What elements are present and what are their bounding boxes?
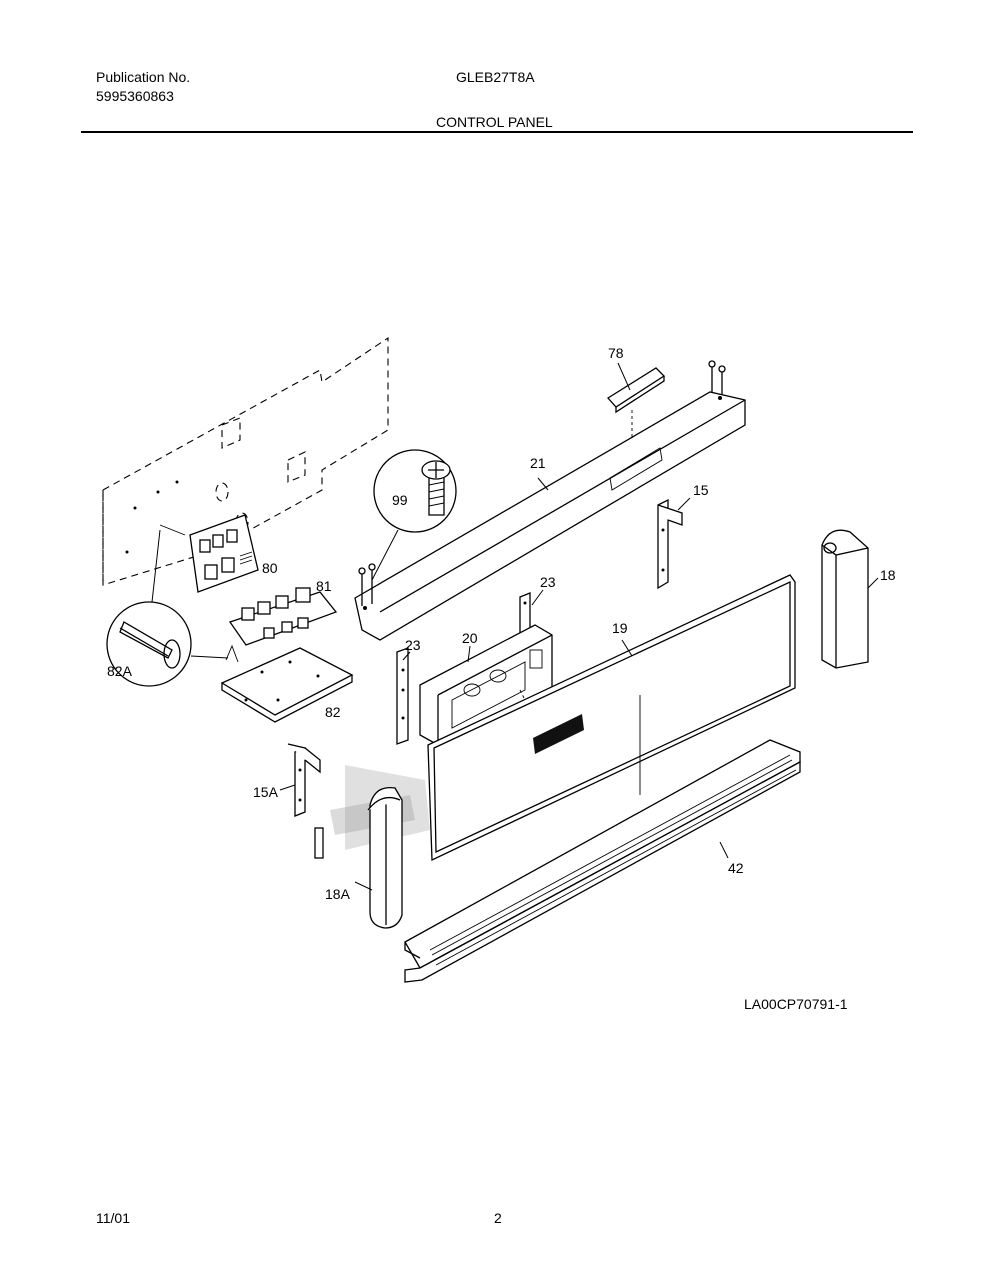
mounting-plate-82 (220, 647, 354, 723)
publication-number: 5995360863 (96, 88, 174, 104)
bracket-15 (657, 497, 691, 590)
callout-21: 21 (530, 455, 546, 471)
relay-board-80 (159, 514, 259, 593)
callout-20: 20 (462, 630, 478, 646)
publication-label: Publication No. (96, 69, 191, 85)
glass-panel-19 (427, 574, 796, 862)
footer-date: 11/01 (96, 1210, 130, 1226)
drawing-id: LA00CP70791-1 (744, 996, 848, 1012)
callout-15: 15 (693, 482, 709, 498)
panel-trim-21 (354, 391, 746, 641)
screw-99-detail (371, 449, 457, 581)
callout-18: 18 (880, 567, 896, 583)
end-cap-18A (354, 786, 403, 929)
header-rule (81, 131, 913, 133)
callout-99: 99 (392, 492, 408, 508)
page-number: 2 (494, 1210, 502, 1226)
callout-82: 82 (325, 704, 341, 720)
model-number: GLEB27T8A (456, 69, 535, 85)
oven-back-panel-outline (102, 336, 389, 586)
bracket-15A (279, 743, 321, 817)
control-board-81 (228, 587, 338, 646)
callout-80: 80 (262, 560, 278, 576)
end-cap-18 (821, 529, 879, 669)
callout-15A: 15A (253, 784, 279, 800)
section-title: CONTROL PANEL (436, 114, 553, 130)
callout-81: 81 (316, 578, 332, 594)
callout-19: 19 (612, 620, 628, 636)
callout-82A: 82A (107, 663, 133, 679)
bracket-23-left (396, 647, 411, 745)
standoff-82A-detail (106, 529, 239, 687)
callout-23-right: 23 (540, 574, 556, 590)
callout-23-left: 23 (405, 637, 421, 653)
callout-78: 78 (608, 345, 624, 361)
bottom-extrusion-42 (404, 739, 801, 983)
callout-18A: 18A (325, 886, 351, 902)
callout-42: 42 (728, 860, 744, 876)
